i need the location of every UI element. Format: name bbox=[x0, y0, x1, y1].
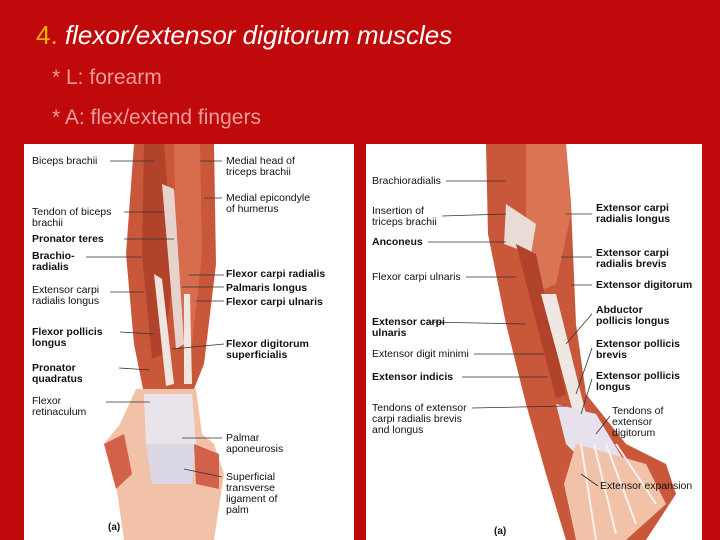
label-flexor-retinaculum: Flexor retinaculum bbox=[32, 395, 87, 418]
label-pronator-quadratus: Pronator quadratus bbox=[32, 362, 83, 385]
posterior-forearm-illustration bbox=[427, 144, 676, 540]
label-extensor-digiti-minimi: Extensor digit minimi bbox=[372, 348, 469, 360]
slide-title: 4. flexor/extensor digitorum muscles bbox=[36, 20, 452, 51]
label-flexor-carpi-ulnaris: Flexor carpi ulnaris bbox=[226, 296, 323, 308]
caption-b: (a) bbox=[494, 526, 507, 537]
label-extensor-carpi-radialis-longus: Extensor carpi radialis longus bbox=[32, 284, 100, 307]
label-pronator-teres: Pronator teres bbox=[32, 233, 104, 245]
title-text: flexor/extensor digitorum muscles bbox=[64, 20, 453, 50]
label-medial-epicondyle: Medial epicondyle of humerus bbox=[226, 192, 311, 215]
label-extensor-indicis: Extensor indicis bbox=[372, 371, 454, 383]
label-insertion-triceps: Insertion of triceps brachii bbox=[372, 205, 437, 228]
label-extensor-carpi-radialis-longus-b: Extensor carpi radialis longus bbox=[596, 202, 671, 225]
anterior-forearm-illustration bbox=[86, 144, 225, 540]
title-number: 4. bbox=[36, 20, 58, 50]
bullet-action: * A: flex/extend fingers bbox=[52, 106, 261, 129]
label-flexor-carpi-radialis: Flexor carpi radialis bbox=[226, 268, 326, 280]
label-palmar-aponeurosis: Palmar aponeurosis bbox=[226, 432, 284, 455]
bullet-location: * L: forearm bbox=[52, 66, 162, 89]
label-medial-head-triceps: Medial head of triceps brachii bbox=[226, 155, 295, 178]
label-extensor-expansion: Extensor expansion bbox=[600, 480, 693, 492]
posterior-forearm-figure: Brachioradialis Insertion of triceps bra… bbox=[366, 144, 702, 540]
caption-a: (a) bbox=[108, 522, 121, 533]
label-palmaris-longus: Palmaris longus bbox=[226, 282, 308, 294]
label-tendons-extensor-carpi: Tendons of extensor carpi radialis brevi… bbox=[372, 402, 467, 436]
label-extensor-digitorum: Extensor digitorum bbox=[596, 279, 693, 291]
label-anconeus: Anconeus bbox=[372, 236, 423, 248]
label-extensor-pollicis-brevis: Extensor pollicis brevis bbox=[596, 338, 681, 361]
label-abductor-pollicis-longus: Abductor pollicis longus bbox=[596, 304, 670, 327]
label-extensor-pollicis-longus: Extensor pollicis longus bbox=[596, 370, 681, 393]
label-tendon-of-biceps: Tendon of biceps brachii bbox=[32, 206, 112, 229]
label-brachioradialis-b: Brachioradialis bbox=[372, 175, 441, 187]
anterior-forearm-figure: Biceps brachii Tendon of biceps brachii … bbox=[24, 144, 354, 540]
label-biceps-brachii: Biceps brachii bbox=[32, 155, 98, 167]
label-flexor-carpi-ulnaris-b: Flexor carpi ulnaris bbox=[372, 271, 461, 283]
label-superficial-transverse-ligament: Superficial transverse ligament of palm bbox=[226, 471, 278, 516]
label-extensor-carpi-ulnaris: Extensor carpi ulnaris bbox=[372, 316, 445, 339]
label-brachioradialis: Brachio- radialis bbox=[32, 250, 75, 273]
label-flexor-digitorum-superficialis: Flexor digitorum superficialis bbox=[226, 338, 309, 361]
label-extensor-carpi-radialis-brevis: Extensor carpi radialis brevis bbox=[596, 247, 669, 270]
label-tendons-extensor-digitorum: Tendons of extensor digitorum bbox=[612, 405, 664, 439]
label-flexor-pollicis-longus: Flexor pollicis longus bbox=[32, 326, 103, 349]
